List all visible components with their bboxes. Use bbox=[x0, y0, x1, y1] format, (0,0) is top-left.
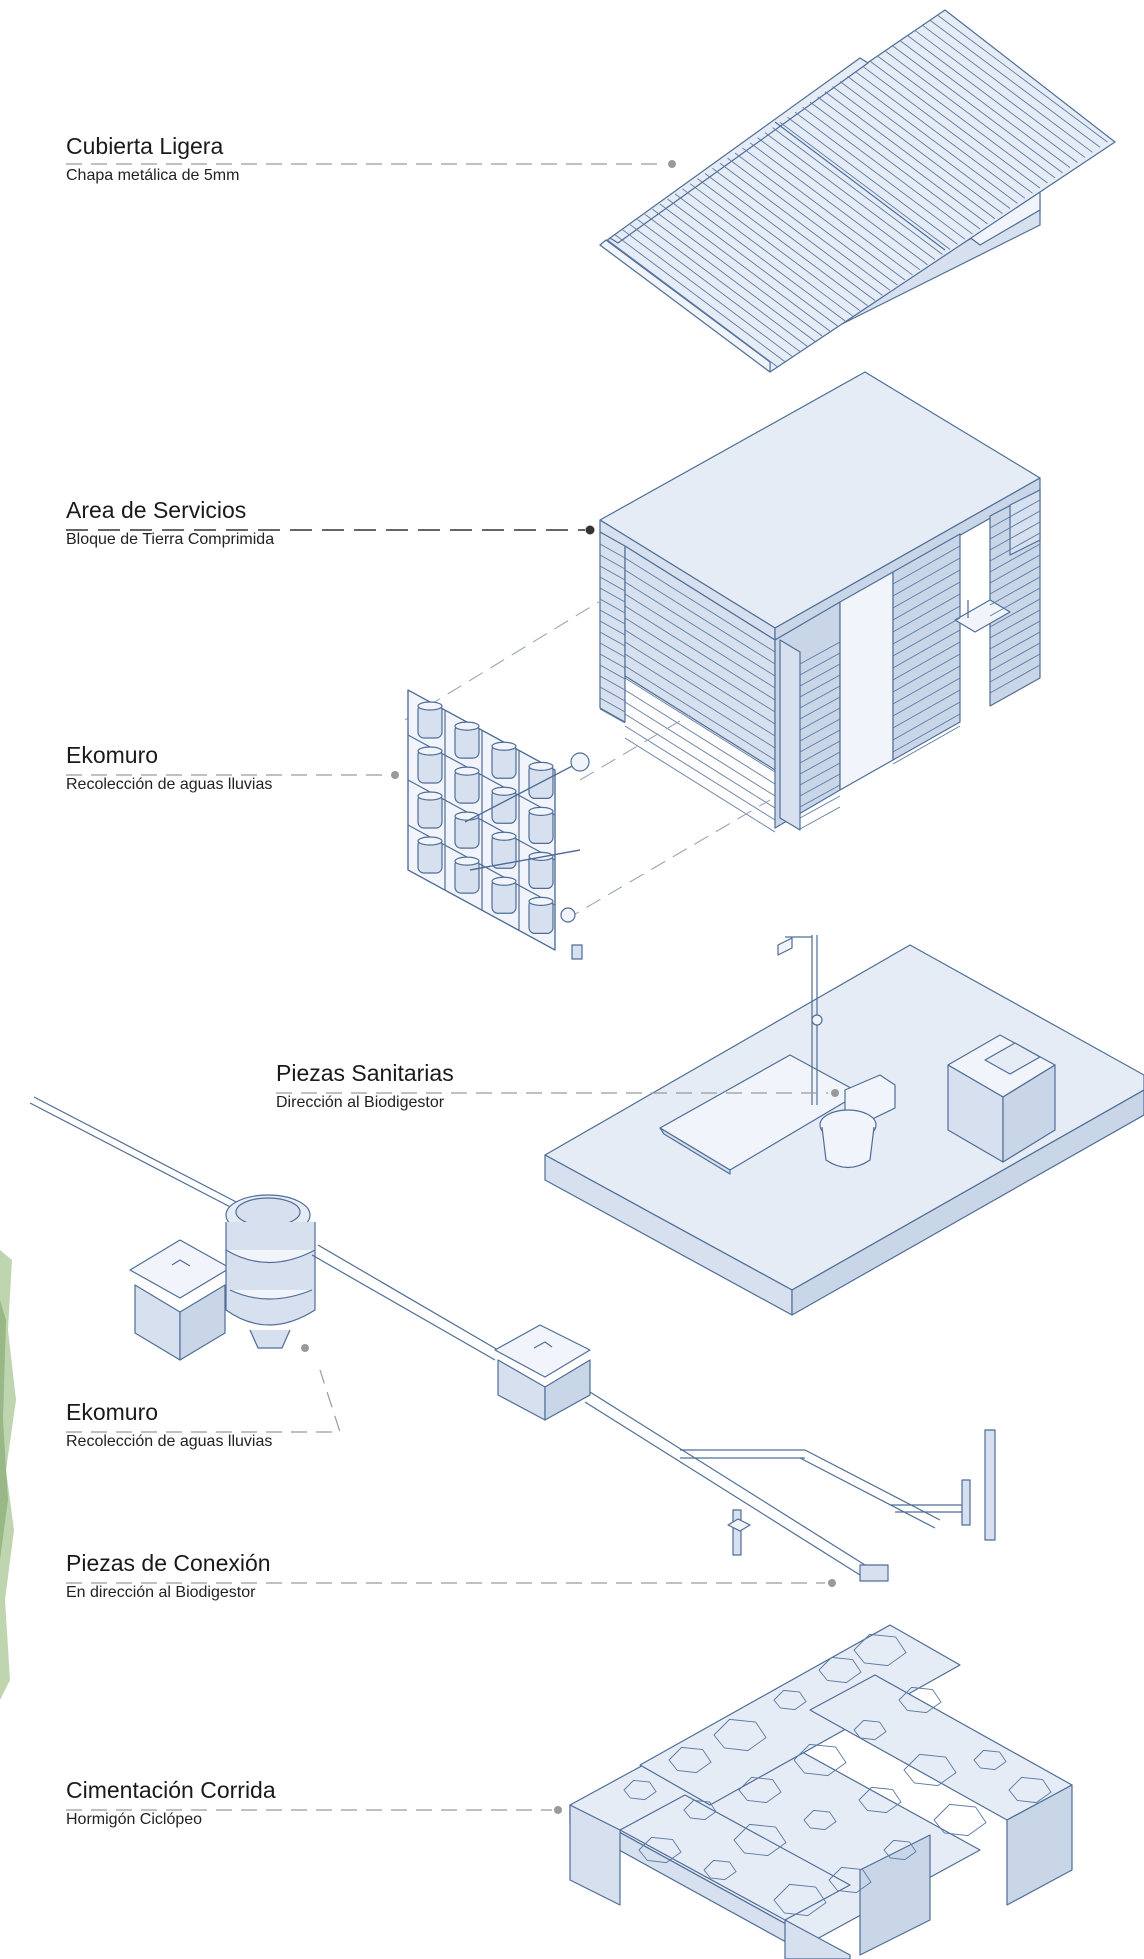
ekomuro-rain-collector bbox=[407, 689, 590, 960]
label-title: Ekomuro bbox=[66, 1399, 159, 1425]
service-area-block bbox=[599, 371, 1041, 833]
label-subtitle: Chapa metálica de 5mm bbox=[66, 167, 240, 185]
biodigester-and-pipes bbox=[29, 1096, 996, 1582]
strip-foundation bbox=[569, 1624, 1073, 1959]
label-ekomuro-lower: Ekomuro Recolección de aguas lluvias bbox=[66, 1399, 273, 1451]
label-subtitle: Recolección de aguas lluvias bbox=[66, 1433, 273, 1451]
label-service-area: Area de Servicios Bloque de Tierra Compr… bbox=[66, 497, 275, 549]
background-photo-edge bbox=[0, 1250, 16, 1700]
label-title: Ekomuro bbox=[66, 742, 159, 768]
label-sanitary: Piezas Sanitarias Dirección al Biodigest… bbox=[276, 1060, 454, 1112]
label-title: Piezas de Conexión bbox=[66, 1550, 271, 1576]
label-title: Cubierta Ligera bbox=[66, 133, 224, 159]
label-connection-pieces: Piezas de Conexión En dirección al Biodi… bbox=[66, 1550, 271, 1602]
label-foundation: Cimentación Corrida Hormigón Ciclópeo bbox=[66, 1777, 276, 1829]
label-title: Area de Servicios bbox=[66, 497, 247, 523]
label-subtitle: Dirección al Biodigestor bbox=[276, 1094, 445, 1112]
label-subtitle: En dirección al Biodigestor bbox=[66, 1584, 256, 1602]
label-subtitle: Recolección de aguas lluvias bbox=[66, 776, 273, 794]
label-subtitle: Bloque de Tierra Comprimida bbox=[66, 531, 275, 549]
roof-light-cover bbox=[599, 9, 1116, 373]
label-title: Piezas Sanitarias bbox=[276, 1060, 454, 1086]
label-ekomuro-upper: Ekomuro Recolección de aguas lluvias bbox=[66, 742, 273, 794]
label-roof: Cubierta Ligera Chapa metálica de 5mm bbox=[66, 133, 240, 185]
sanitary-fixtures bbox=[544, 935, 1144, 1316]
leader-lines bbox=[66, 160, 839, 1814]
label-title: Cimentación Corrida bbox=[66, 1777, 276, 1803]
label-subtitle: Hormigón Ciclópeo bbox=[66, 1811, 203, 1829]
